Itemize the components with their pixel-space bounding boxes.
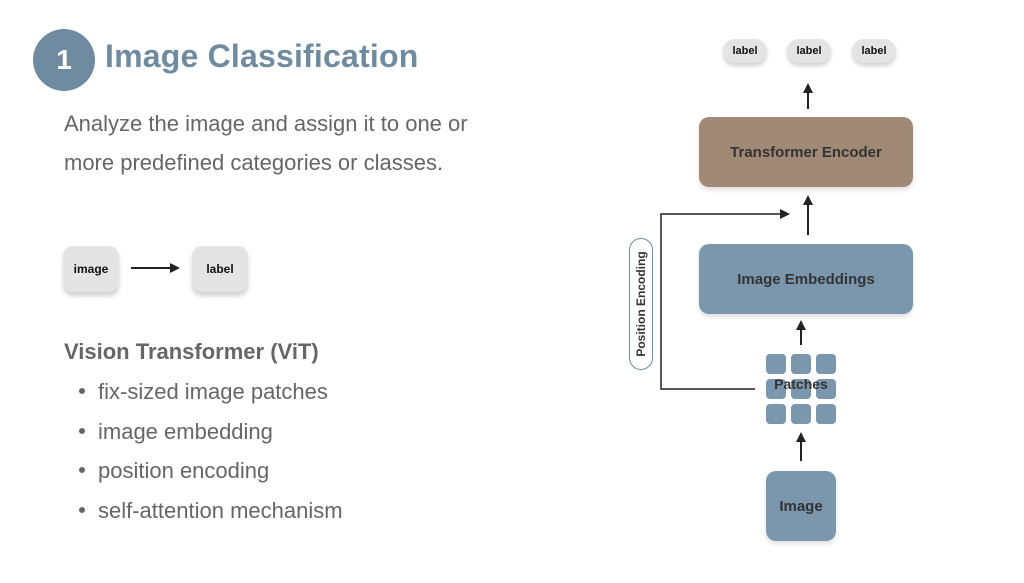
output-label-text: label (732, 45, 758, 57)
vit-feature-list: fix-sized image patches image embedding … (64, 372, 343, 530)
list-item: self-attention mechanism (64, 491, 343, 531)
description-text: Analyze the image and assign it to one o… (64, 111, 468, 175)
mini-label-label: label (206, 262, 234, 276)
patch-tile (791, 379, 811, 399)
position-encoding-label: Position Encoding (634, 251, 648, 357)
list-item: fix-sized image patches (64, 372, 343, 412)
image-embeddings-label: Image Embeddings (737, 270, 875, 288)
output-label-text: label (796, 45, 822, 57)
bullet-icon (79, 467, 85, 474)
patch-tile (766, 404, 786, 424)
list-item-text: position encoding (98, 458, 270, 483)
section-number-badge: 1 (33, 29, 95, 91)
list-item: image embedding (64, 412, 343, 452)
page-title: Image Classification (105, 38, 419, 74)
patch-tile (816, 379, 836, 399)
patch-tile (816, 354, 836, 374)
patch-tile (766, 354, 786, 374)
input-image-block: Image (766, 471, 836, 541)
transformer-encoder-label: Transformer Encoder (730, 143, 882, 161)
list-item-text: image embedding (98, 418, 273, 444)
mini-image-box: image (63, 246, 119, 292)
bullet-icon (79, 506, 85, 513)
position-encoding-connector (660, 209, 790, 390)
patch-tile (766, 379, 786, 399)
output-label-text: label (861, 45, 887, 57)
transformer-encoder-block: Transformer Encoder (699, 117, 913, 187)
patch-tile (791, 404, 811, 424)
mini-image-label: image (73, 262, 109, 276)
bullet-icon (79, 427, 85, 434)
section-number: 1 (56, 44, 72, 75)
image-embeddings-block: Image Embeddings (699, 244, 913, 314)
output-label-pill-1: label (723, 39, 767, 63)
patch-tile (816, 404, 836, 424)
vit-heading: Vision Transformer (ViT) (64, 339, 319, 364)
output-label-pill-3: label (852, 39, 896, 63)
bullet-icon (79, 388, 85, 395)
list-item-text: self-attention mechanism (98, 497, 343, 523)
list-item: position encoding (64, 451, 343, 491)
patch-tile (791, 354, 811, 374)
output-label-pill-2: label (787, 39, 831, 63)
patches-label: Patches (774, 376, 828, 392)
list-item-text: fix-sized image patches (98, 379, 328, 404)
input-image-label: Image (779, 497, 823, 515)
position-encoding-pill (629, 238, 653, 370)
mini-label-box: label (192, 246, 248, 292)
